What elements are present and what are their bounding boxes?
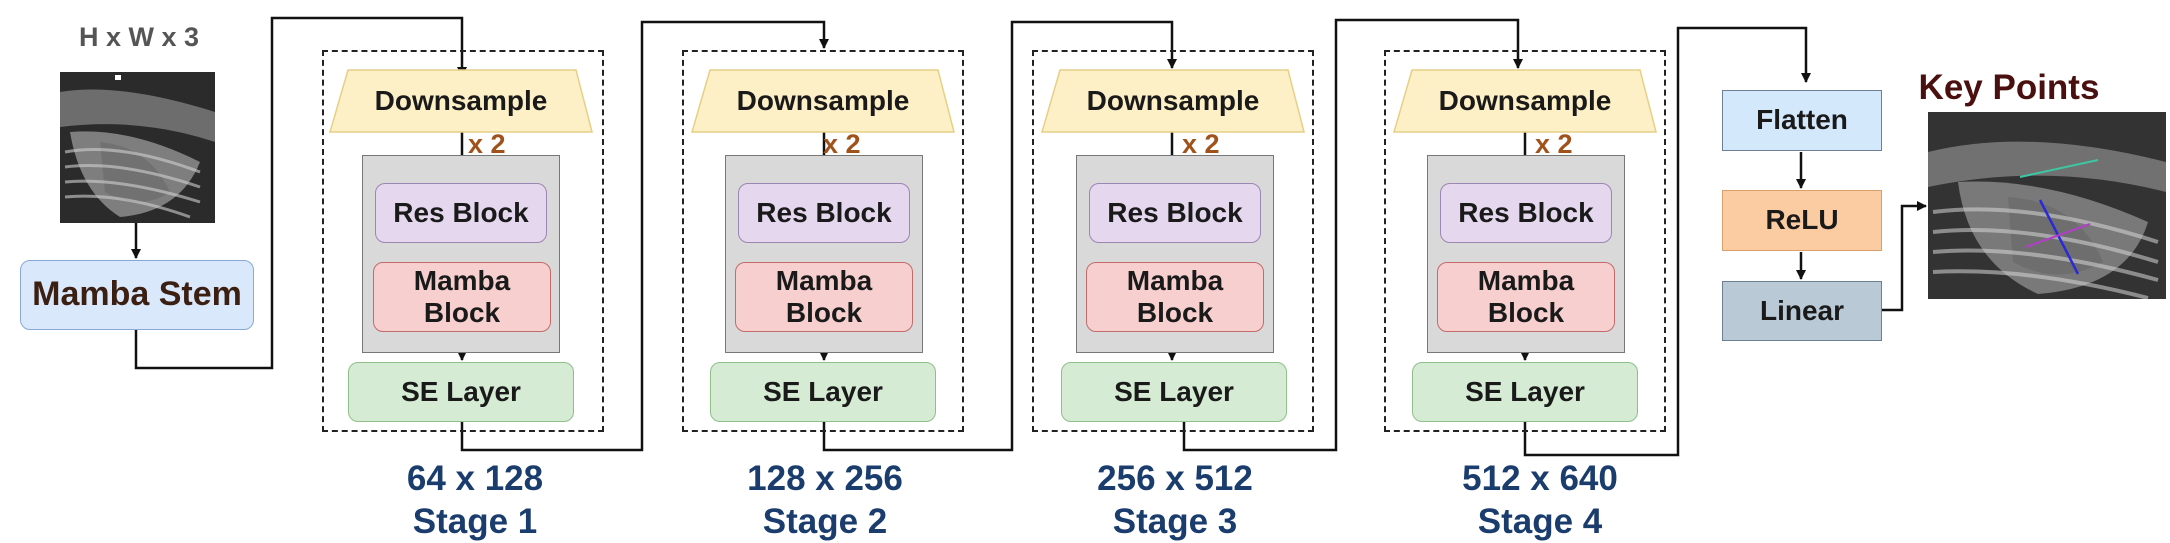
key-points-title: Key Points [1918,67,2100,107]
stage-2-mamba-block: Mamba Block [735,262,913,332]
stage-3-downsample-label: Downsample [1086,84,1260,116]
mamba-stem: Mamba Stem [20,260,254,330]
stage-3-res-block-label: Res Block [1107,196,1243,228]
stage-4-caption: 512 x 640 Stage 4 [1415,458,1665,543]
stage-3-repeat-label: x 2 [1182,129,1220,160]
stage-2-caption: 128 x 256 Stage 2 [700,458,950,543]
stage-3-name: Stage 3 [1112,501,1238,541]
stage-4-name: Stage 4 [1477,501,1603,541]
stage-3-se-layer: SE Layer [1061,362,1287,422]
input-dimensions: H x W x 3 [78,22,200,53]
stage-1-frame [322,50,604,432]
stage-4-dims: 512 x 640 [1462,459,1618,498]
stage-4-res-block: Res Block [1440,183,1612,243]
stage-1-repeat-label: x 2 [468,129,506,160]
stage-2-dims: 128 x 256 [747,459,903,498]
relu-label: ReLU [1765,204,1839,236]
stage-1-caption: 64 x 128 Stage 1 [350,458,600,543]
stage-1-se-layer-label: SE Layer [401,375,521,407]
stage-3-se-layer-label: SE Layer [1114,375,1234,407]
stage-2-mamba-line2: Block [785,297,863,328]
stage-4-se-layer: SE Layer [1412,362,1638,422]
stage-3-frame [1032,50,1314,432]
mamba-stem-label: Mamba Stem [32,275,242,314]
stage-3-dims: 256 x 512 [1097,459,1253,498]
stage-1-mamba-line2: Block [423,297,501,328]
stage-4-downsample-label: Downsample [1438,84,1612,116]
output-xray-image [1928,112,2166,299]
linear-label: Linear [1759,294,1845,326]
stage-1-downsample-label: Downsample [374,84,548,116]
stage-2-res-block: Res Block [738,183,910,243]
stage-3-mamba-line2: Block [1136,297,1214,328]
stage-3-res-block: Res Block [1089,183,1261,243]
linear-block: Linear [1722,281,1882,341]
stage-1-mamba-line1: Mamba [413,264,511,296]
stage-4-se-layer-label: SE Layer [1465,375,1585,407]
relu-block: ReLU [1722,190,1882,251]
stage-2-mamba-line1: Mamba [775,264,873,296]
stage-1-res-block: Res Block [375,183,547,243]
stage-2-se-layer-label: SE Layer [763,375,883,407]
stage-2-downsample-label: Downsample [736,84,910,116]
flatten-block: Flatten [1722,90,1882,151]
stage-4-mamba-line2: Block [1487,297,1565,328]
stage-2-name: Stage 2 [762,501,888,541]
stage-1-name: Stage 1 [412,501,538,541]
input-xray-image [60,72,215,223]
stage-2-repeat-label: x 2 [823,129,861,160]
stage-3-mamba-block: Mamba Block [1086,262,1264,332]
stage-1-mamba-block: Mamba Block [373,262,551,332]
stage-3-mamba-line1: Mamba [1126,264,1224,296]
stage-3-caption: 256 x 512 Stage 3 [1050,458,1300,543]
stage-4-mamba-block: Mamba Block [1437,262,1615,332]
stage-2-frame [682,50,964,432]
stage-2-se-layer: SE Layer [710,362,936,422]
stage-1-se-layer: SE Layer [348,362,574,422]
flatten-label: Flatten [1756,104,1848,136]
stage-2-res-block-label: Res Block [756,196,892,228]
stage-4-mamba-line1: Mamba [1477,264,1575,296]
stage-4-frame [1384,50,1666,432]
stage-1-res-block-label: Res Block [393,196,529,228]
stage-4-repeat-label: x 2 [1535,129,1573,160]
stage-4-res-block-label: Res Block [1458,196,1594,228]
stage-1-dims: 64 x 128 [406,459,544,498]
